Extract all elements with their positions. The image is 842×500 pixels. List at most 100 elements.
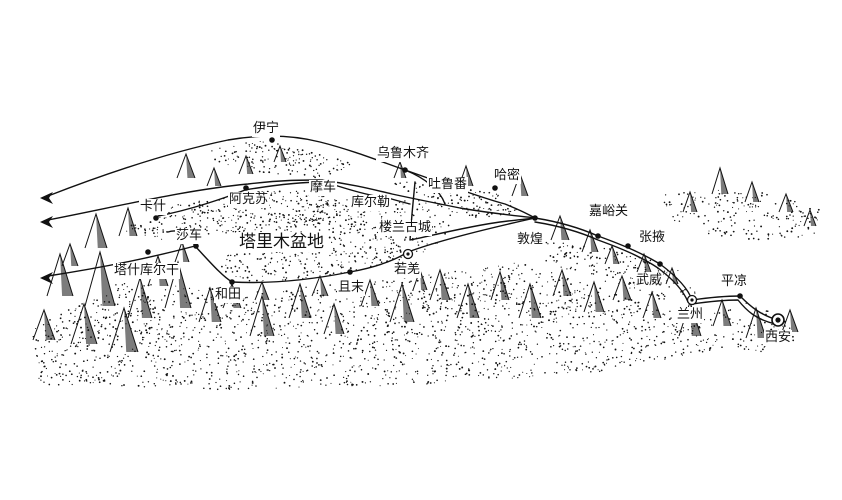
stipple-dot [394,317,397,319]
stipple-dot [664,194,667,196]
stipple-dot [629,282,632,284]
stipple-dot [193,363,195,365]
stipple-dot [483,358,486,360]
stipple-dot [397,245,400,248]
stipple-dot [222,231,224,233]
stipple-dot [161,328,163,330]
stipple-dot [270,257,273,260]
stipple-dot [316,357,318,360]
stipple-dot [198,332,201,334]
stipple-dot [572,346,574,348]
stipple-dot [202,316,204,318]
stipple-dot [261,208,263,210]
stipple-dot [797,236,800,238]
stipple-dot [685,210,688,213]
stipple-dot [623,361,625,363]
stipple-dot [223,205,226,208]
stipple-dot [378,302,381,304]
stipple-dot [608,266,610,269]
stipple-dot [388,237,390,239]
stipple-dot [433,382,435,384]
stipple-dot [346,161,349,164]
stipple-dot [340,261,342,263]
stipple-dot [451,202,454,205]
stipple-dot [445,367,448,370]
stipple-dot [490,204,493,207]
stipple-dot [246,296,248,299]
stipple-dot [462,312,464,315]
stipple-dot [142,381,144,383]
stipple-dot [339,360,341,362]
stipple-dot [325,384,327,386]
stipple-dot [466,303,468,306]
stipple-dot [136,330,138,333]
stipple-dot [428,274,430,276]
stipple-dot [737,343,740,346]
stipple-dot [660,342,663,345]
stipple-dot [453,354,455,356]
stipple-dot [120,345,123,348]
stipple-dot [226,380,228,382]
stipple-dot [248,270,251,273]
stipple-dot [421,240,424,243]
stipple-dot [430,358,432,360]
stipple-dot [316,292,319,295]
stipple-dot [275,270,277,273]
stipple-dot [82,369,84,371]
stipple-dot [550,301,553,304]
stipple-dot [284,229,286,231]
stipple-dot [499,300,501,302]
stipple-dot [153,316,156,319]
stipple-dot [626,256,628,258]
stipple-dot [285,271,287,274]
stipple-dot [621,317,624,319]
stipple-dot [388,315,391,318]
stipple-dot [153,232,155,234]
stipple-dot [318,206,321,208]
stipple-dot [268,224,270,226]
stipple-dot [115,284,117,286]
stipple-dot [739,344,742,347]
stipple-dot [410,303,412,305]
stipple-dot [592,273,595,275]
town-dot-yining [269,137,275,143]
stipple-dot [255,279,258,282]
place-label-turpan: 吐鲁番 [427,177,469,193]
stipple-dot [399,250,402,253]
stipple-dot [311,220,314,222]
stipple-dot [85,378,88,381]
stipple-dot [367,334,370,336]
stipple-dot [602,312,604,314]
stipple-dot [210,375,213,377]
stipple-dot [136,375,138,377]
stipple-dot [690,351,692,353]
stipple-dot [616,309,619,312]
stipple-dot [251,380,254,383]
stipple-dot [465,372,468,375]
stipple-dot [807,217,809,220]
stipple-dot [334,221,337,223]
stipple-dot [116,355,119,358]
stipple-dot [242,211,244,214]
stipple-dot [761,192,764,194]
stipple-dot [389,301,391,303]
stipple-dot [134,224,136,226]
stipple-dot [319,211,322,214]
stipple-dot [291,293,294,296]
stipple-dot [578,290,581,293]
stipple-dot [302,381,304,383]
stipple-dot [219,147,221,149]
stipple-dot [319,270,321,272]
stipple-dot [354,245,357,248]
stipple-dot [663,341,666,344]
stipple-dot [798,210,800,212]
stipple-dot [82,337,84,340]
stipple-dot [444,306,447,309]
stipple-dot [635,360,637,362]
stipple-dot [464,373,467,376]
stipple-dot [315,217,318,219]
stipple-dot [280,219,282,221]
stipple-dot [347,223,350,226]
stipple-dot [766,310,769,313]
stipple-dot [416,191,418,194]
